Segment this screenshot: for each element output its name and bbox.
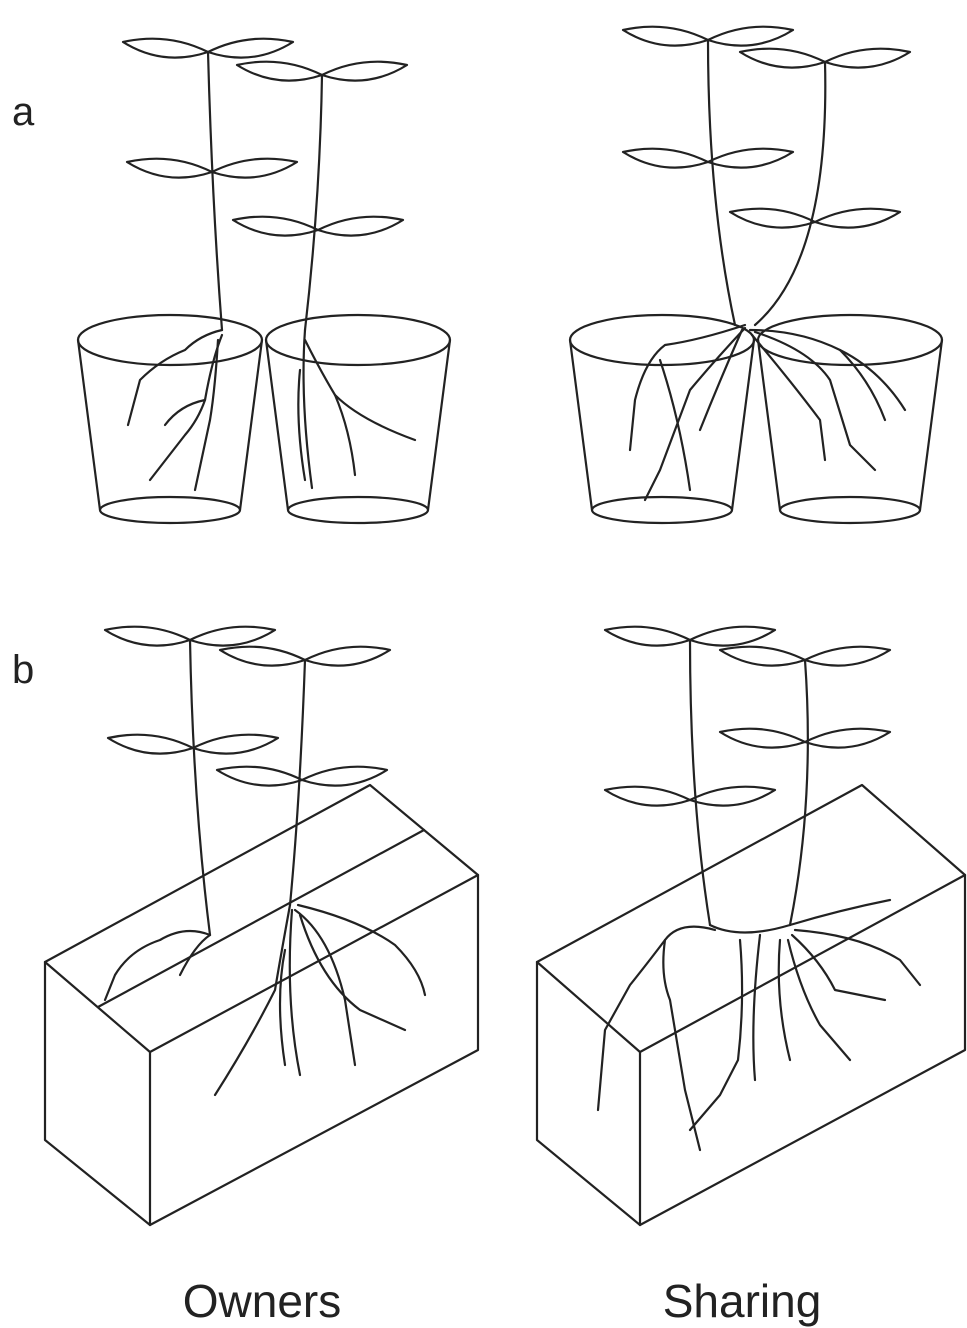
pot-right	[266, 315, 450, 523]
plant-2	[233, 62, 415, 488]
plant-2	[215, 647, 425, 1095]
plant-1	[105, 627, 278, 1000]
panel-a-owners	[78, 39, 450, 523]
plant-1	[623, 27, 793, 325]
plant-1	[123, 39, 297, 490]
pot-right	[758, 315, 942, 523]
plant-2	[730, 49, 910, 325]
panel-a-sharing	[570, 27, 942, 523]
soil-box	[537, 785, 965, 1225]
panel-b-sharing	[537, 627, 965, 1225]
plant-1	[605, 627, 775, 925]
shared-roots	[598, 900, 920, 1150]
panel-b-owners	[45, 627, 478, 1225]
soil-box	[45, 785, 478, 1225]
